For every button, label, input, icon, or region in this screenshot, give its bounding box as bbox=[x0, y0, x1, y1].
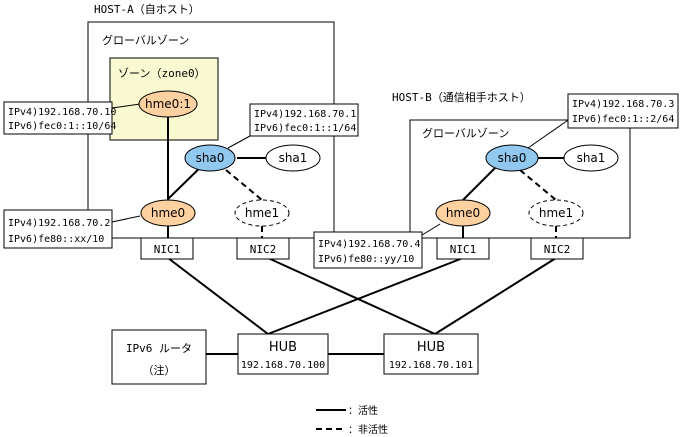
host-a-title: HOST-A（自ホスト） bbox=[94, 3, 200, 16]
host-b-nic1-box bbox=[436, 237, 490, 260]
inactive-links bbox=[225, 169, 557, 238]
host-a-nic1-box bbox=[140, 237, 194, 260]
host-b-hme0-ipv4: IPv4)192.168.70.4 bbox=[318, 239, 420, 250]
hme0-1-node bbox=[138, 90, 198, 118]
host-a-hme0-label: hme0 bbox=[151, 206, 185, 220]
host-a-hme0-address-box bbox=[3, 209, 113, 249]
host-b-sha1-label: sha1 bbox=[577, 151, 606, 165]
hme0-1-ipv4: IPv4)192.168.70.10 bbox=[8, 107, 116, 118]
legend-inactive-label: ：非活性 bbox=[348, 423, 388, 436]
host-a-sha1-node bbox=[265, 144, 321, 172]
host-b-nic2-box bbox=[530, 237, 584, 260]
hub-1-box bbox=[237, 333, 329, 375]
host-a-hme0-ipv4: IPv4)192.168.70.2 bbox=[8, 218, 110, 229]
host-a-sha0-ipv4: IPv4)192.168.70.1 bbox=[254, 109, 356, 120]
hme0-1-label: hme0:1 bbox=[145, 97, 191, 111]
host-a-global-zone-label: グローバルゾーン bbox=[102, 33, 189, 47]
hub-2-box bbox=[383, 333, 479, 375]
host-b-nic2-label: NIC2 bbox=[544, 243, 571, 256]
host-a-sha1-label: sha1 bbox=[279, 151, 308, 165]
hub-1-label: HUB bbox=[269, 340, 297, 355]
host-a-nic1-label: NIC1 bbox=[154, 243, 181, 256]
ipv6-router-label: IPv6 ルータ bbox=[126, 342, 192, 355]
host-a-sha0-address-box bbox=[249, 103, 359, 137]
host-b-sha0-address-box bbox=[567, 93, 679, 129]
hme0-1-ipv6: IPv6)fec0:1::10/64 bbox=[8, 121, 116, 132]
host-b-hme0-address-box bbox=[313, 231, 423, 269]
host-b-global-zone-label: グローバルゾーン bbox=[422, 126, 509, 140]
host-a-hme0-ipv6: IPv6)fe80::xx/10 bbox=[8, 234, 104, 245]
host-b-hme0-label: hme0 bbox=[446, 206, 480, 220]
legend-active-label: ：活性 bbox=[348, 404, 378, 417]
host-b-title: HOST-B（通信相手ホスト） bbox=[392, 90, 531, 104]
host-b-sha0-ipv4: IPv4)192.168.70.3 bbox=[572, 99, 674, 110]
host-b-sha0-label: sha0 bbox=[498, 151, 527, 165]
ipv6-router-box bbox=[111, 329, 207, 385]
host-a-sha0-ipv6: IPv6)fec0:1::1/64 bbox=[254, 123, 356, 134]
host-b-sha0-node bbox=[485, 144, 539, 172]
hub-2-label: HUB bbox=[417, 340, 445, 355]
host-a-nic2-label: NIC2 bbox=[250, 243, 277, 256]
hub-1-ip: 192.168.70.100 bbox=[241, 360, 325, 371]
host-b-hme0-ipv6: IPv6)fe80::yy/10 bbox=[318, 254, 414, 265]
host-a-hme1-label: hme1 bbox=[245, 206, 279, 220]
hub-2-ip: 192.168.70.101 bbox=[389, 360, 473, 371]
host-a-nic2-box bbox=[236, 237, 290, 260]
hme0-1-address-box bbox=[3, 101, 113, 135]
host-b-sha1-node bbox=[563, 144, 619, 172]
host-b-sha0-ipv6: IPv6)fec0:1::2/64 bbox=[572, 114, 674, 125]
host-a-sha0-label: sha0 bbox=[196, 151, 225, 165]
zone0-label: ゾーン（zone0） bbox=[118, 67, 206, 80]
host-b-nic1-label: NIC1 bbox=[450, 243, 477, 256]
callout-leaders bbox=[111, 103, 575, 241]
host-a-sha0-node bbox=[184, 144, 236, 172]
network-cables bbox=[167, 257, 557, 411]
host-b-hme0-node bbox=[435, 199, 491, 227]
host-b-hme1-node bbox=[528, 199, 584, 227]
host-b-hme1-label: hme1 bbox=[539, 206, 573, 220]
ipv6-router-note: （注） bbox=[143, 363, 176, 377]
host-a-hme1-node bbox=[234, 199, 290, 227]
host-a-hme0-node bbox=[140, 199, 196, 227]
